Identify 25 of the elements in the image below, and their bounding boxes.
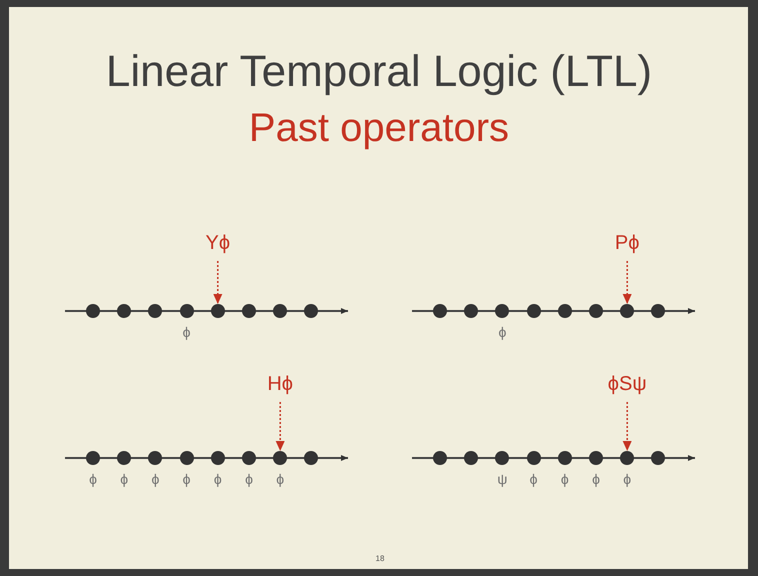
proposition-label: ϕ <box>88 471 98 487</box>
proposition-label: ψ <box>496 471 508 487</box>
proposition-label: ϕ <box>622 471 632 487</box>
proposition-label: ϕ <box>591 471 601 487</box>
slide-subtitle: Past operators <box>248 105 510 152</box>
proposition-label: ϕ <box>244 471 254 487</box>
operator-label: Hϕ <box>240 371 320 397</box>
proposition-label: ϕ <box>275 471 286 487</box>
arrow <box>622 402 632 451</box>
proposition-label: ϕ <box>119 471 130 487</box>
operator-label: Yϕ <box>178 230 258 256</box>
proposition-label: ϕ <box>560 471 570 487</box>
proposition-label: ϕ <box>528 471 539 487</box>
slide-title: Linear Temporal Logic (LTL) <box>104 46 654 98</box>
proposition-label: ϕ <box>182 471 192 487</box>
arrow <box>276 402 285 451</box>
arrow <box>213 261 222 304</box>
operator-label: Pϕ <box>587 230 668 256</box>
proposition-label: ϕ <box>150 471 160 487</box>
page-number: 18 <box>374 553 386 565</box>
arrow <box>622 261 632 304</box>
proposition-label: ϕ <box>212 471 223 487</box>
proposition-label: ϕ <box>182 324 192 340</box>
operator-label: ϕSψ <box>587 371 668 397</box>
proposition-label: ϕ <box>497 324 508 340</box>
